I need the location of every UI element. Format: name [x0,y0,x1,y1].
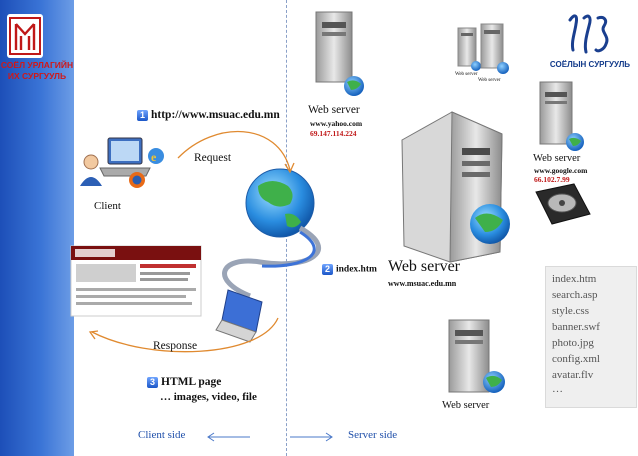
firefox-icon [129,172,145,188]
server-bottom-title: Web server [442,400,490,411]
svg-text:e: e [151,150,157,164]
file-item: photo.jpg [552,337,594,349]
webpage-screenshot-thumbnail [70,245,202,317]
university-name: СОЁЛ УРЛАГИЙН ИХ СУРГУУЛЬ [0,60,74,82]
left-sidebar [0,0,74,456]
user-icon [80,154,102,186]
file-item: config.xml [552,353,600,365]
step-3-line2: … images, video, file [160,391,257,403]
server-google-title: Web server [533,153,581,164]
server-bottom-icon [448,319,505,393]
server-file-list: index.htm search.asp style.css banner.sw… [545,266,637,408]
file-item: search.asp [552,289,598,301]
school-name: СОЁЛЫН СУРГУУЛЬ [549,60,631,69]
response-arrow [91,317,279,353]
server-small-a-icon [457,27,481,71]
file-item: … [552,383,563,395]
step-1-url: http://www.msuac.edu.mn [151,109,280,121]
university-name-line2: ИХ СУРГУУЛЬ [7,71,67,81]
server-small-a-title: Web server [455,72,478,77]
server-main-icon [401,111,510,263]
server-google-ip: 66.102.7.99 [534,175,570,184]
server-main-title: Web server [388,258,461,275]
step-3-badge: 3 [147,376,158,388]
response-arrow-head [88,330,99,340]
internet-explorer-icon: e [148,148,164,164]
university-name-line1: СОЁЛ УРЛАГИЙН [0,60,74,70]
server-small-b-icon [480,23,509,74]
client-side-arrow [207,432,250,442]
request-label: Request [194,152,232,164]
hard-drive-icon [535,183,591,225]
server-google-icon [539,81,584,151]
file-item: style.css [552,305,589,317]
server-side-arrow [290,432,333,442]
internet-globe-icon [245,168,315,238]
server-side-label: Server side [348,429,398,441]
step-2-badge: 2 [322,264,333,275]
request-arrow-head [284,162,295,174]
server-yahoo-title: Web server [308,104,360,116]
university-logo-mark [9,17,41,55]
client-computer-icon [99,137,151,177]
step-2-file: index.htm [336,264,377,275]
client-side-label: Client side [138,429,186,441]
server-yahoo-ip: 69.147.114.224 [310,129,357,138]
server-main-domain: www.msuac.edu.mn [388,279,457,288]
file-item: avatar.flv [552,369,594,381]
step-1-badge: 1 [137,109,148,121]
step-3-line1: HTML page [161,376,222,388]
server-yahoo-domain: www.yahoo.com [310,119,363,128]
server-google-domain: www.google.com [534,166,588,175]
response-label: Response [153,340,198,352]
file-item: banner.swf [552,321,600,333]
client-label: Client [94,200,121,212]
server-yahoo-icon [315,11,364,96]
university-logo [7,14,43,58]
request-arrow [177,130,291,171]
network-cable-icon [215,225,321,343]
file-item: index.htm [552,273,597,285]
server-small-b-title: Web server [478,78,501,83]
